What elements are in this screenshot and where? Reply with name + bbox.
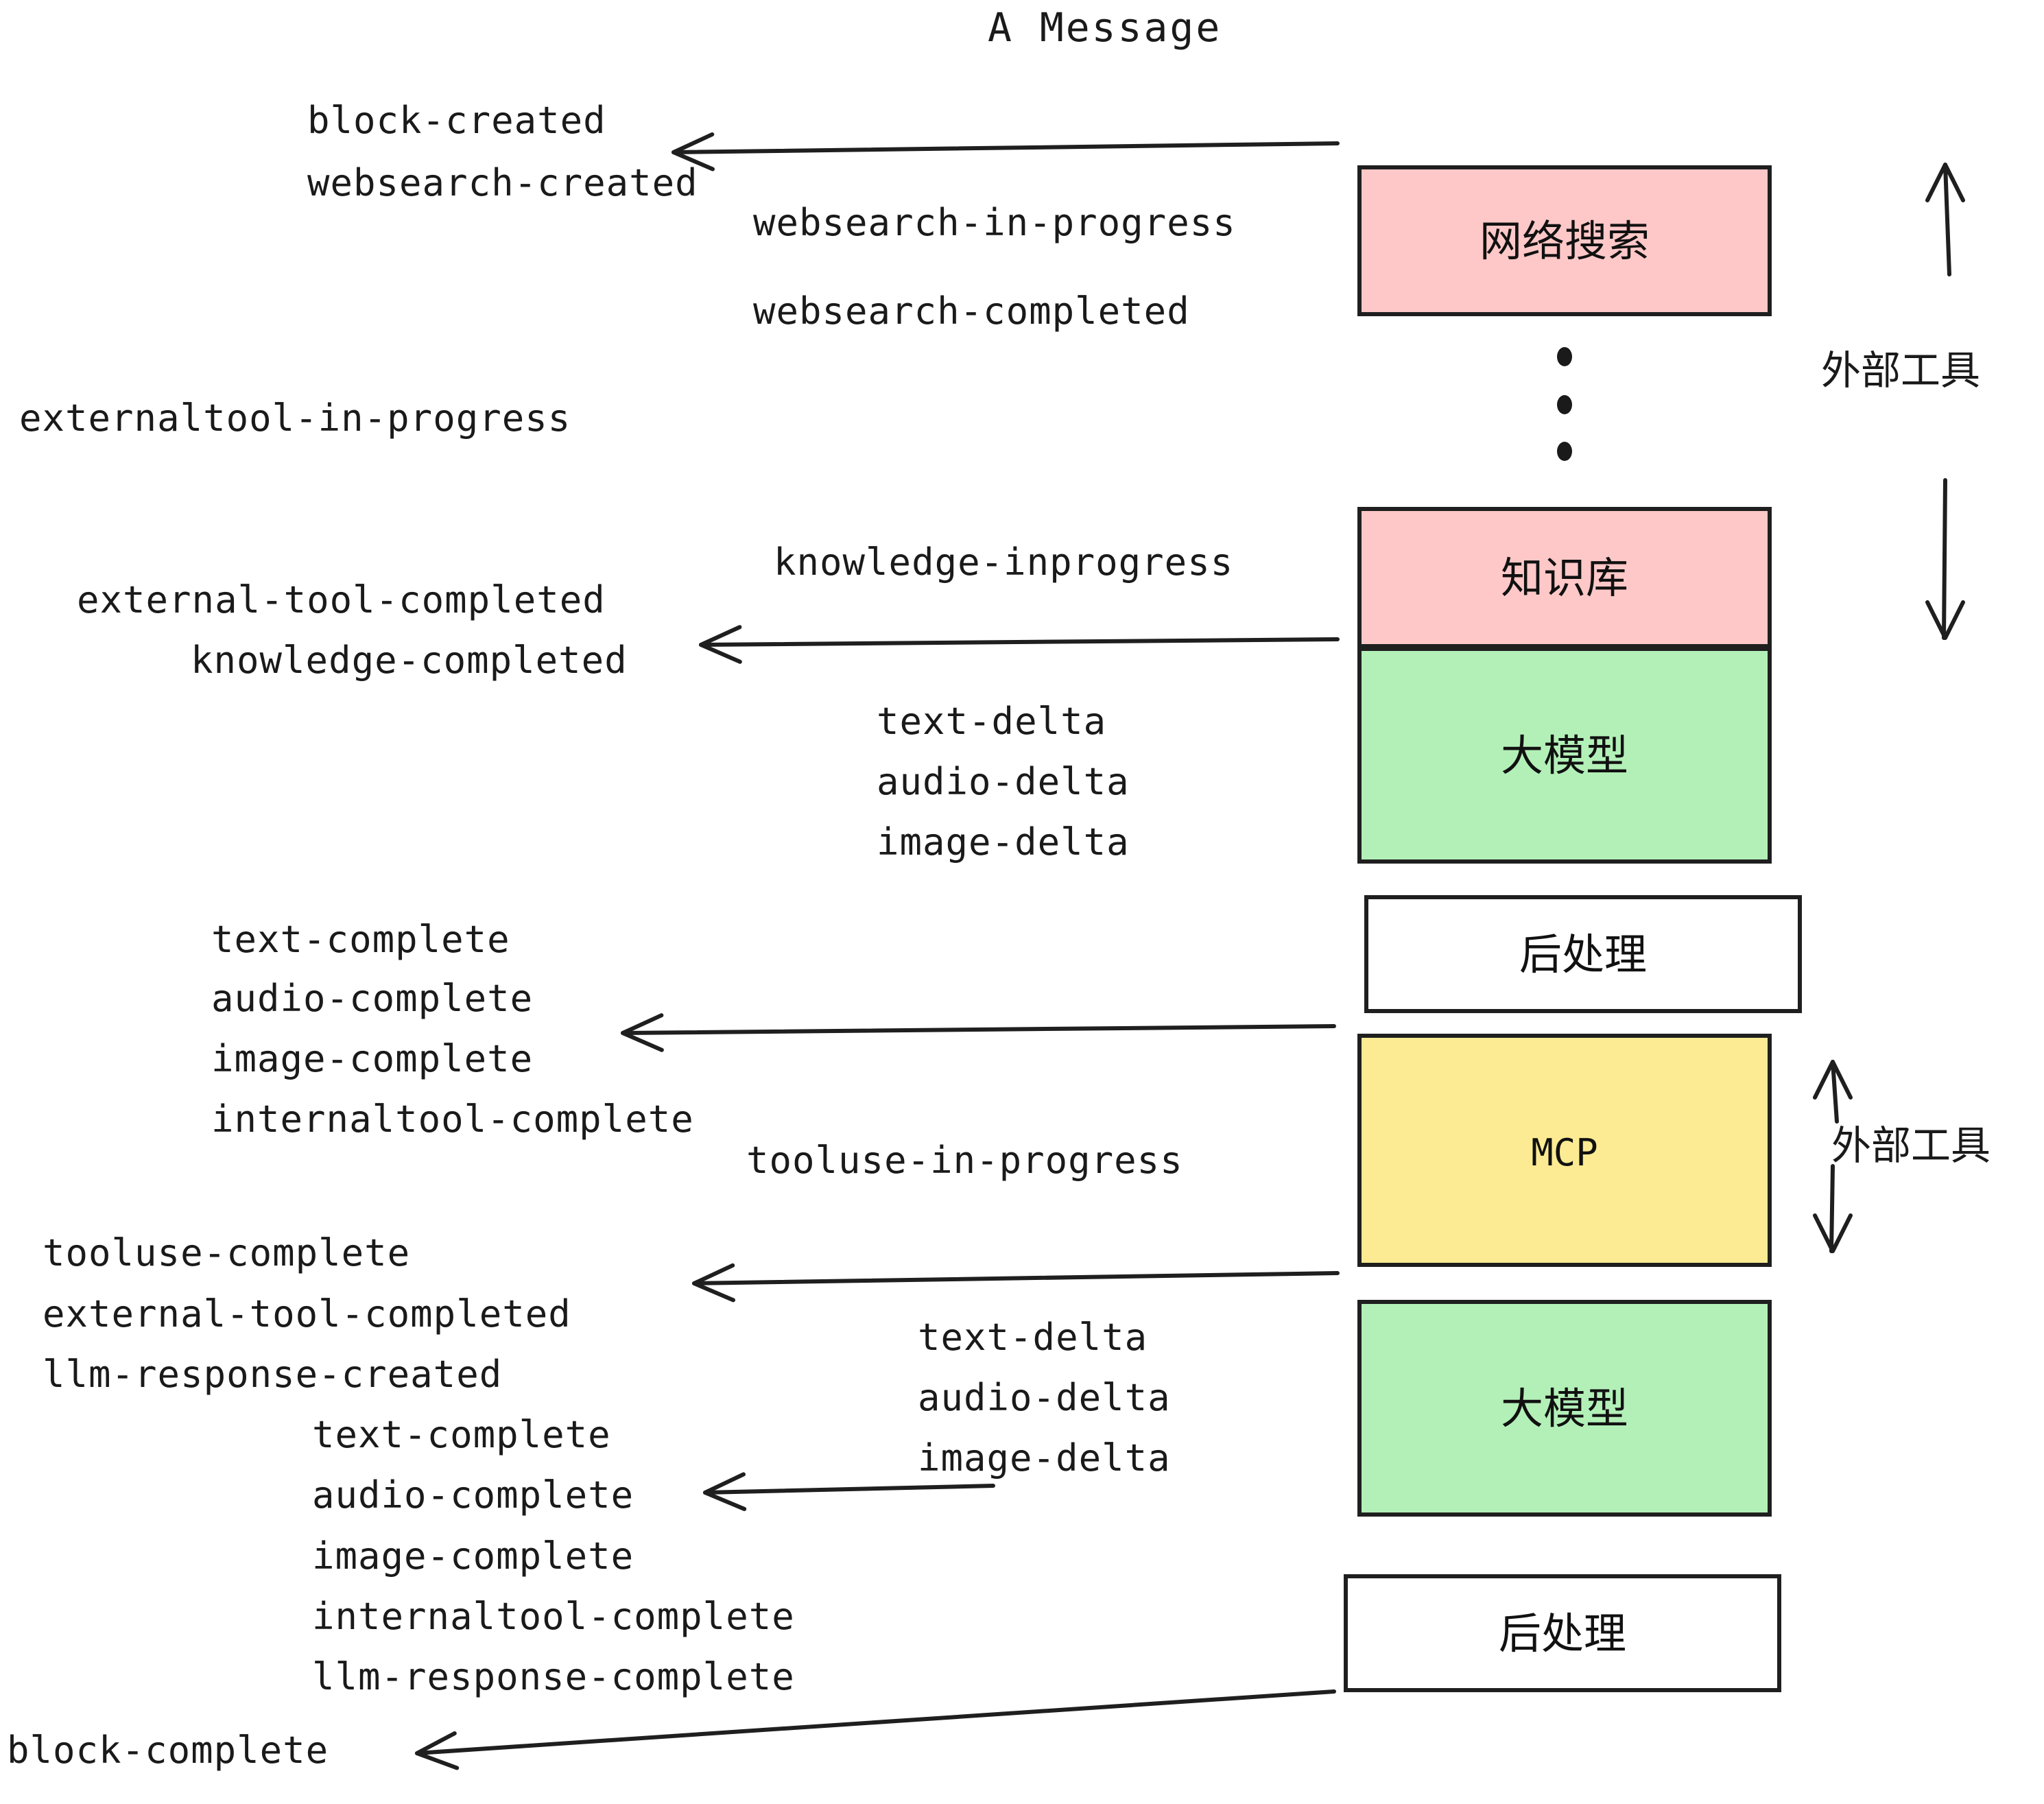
event-label-llm-response-created: llm-response-created	[43, 1353, 502, 1396]
box-postprocess-1[interactable]: 后处理	[1364, 895, 1802, 1013]
event-label-tooluse-in-progress: tooluse-in-progress	[746, 1139, 1183, 1182]
box-label-postprocess-2: 后处理	[1499, 1609, 1626, 1659]
external-tools-mcp-down-arrow-icon-shaft	[1829, 1164, 1835, 1253]
ellipsis-dots	[1557, 347, 1572, 461]
event-label-tooluse-complete: tooluse-complete	[43, 1231, 410, 1274]
external-tools-top-up-arrow-icon-head	[1925, 163, 1965, 202]
box-llm-1[interactable]: 大模型	[1357, 647, 1772, 864]
event-label-text-delta-1: text-delta	[877, 700, 1106, 743]
arrow-image-complete	[621, 1013, 1336, 1052]
box-label-mcp: MCP	[1531, 1131, 1598, 1174]
event-label-internaltool-complete-1: internaltool-complete	[211, 1097, 694, 1141]
arrow-image-complete-line	[621, 1024, 1336, 1035]
arrow-block-created	[672, 132, 1340, 171]
arrow-audio-complete-line	[703, 1484, 995, 1495]
event-label-audio-complete-1: audio-complete	[211, 977, 533, 1020]
event-arrows	[415, 132, 1340, 1770]
box-rect-postprocess-1	[1364, 895, 1802, 1013]
event-label-llm-response-complete: llm-response-complete	[312, 1655, 795, 1698]
arrow-audio-complete	[703, 1472, 995, 1511]
page-title: A Message	[988, 4, 1222, 51]
box-rect-websearch	[1357, 165, 1772, 316]
event-label-audio-complete-2: audio-complete	[312, 1473, 634, 1517]
box-label-llm-2: 大模型	[1501, 1384, 1628, 1434]
event-label-external-tool-completed-1: external-tool-completed	[77, 578, 606, 621]
box-rect-llm-1	[1357, 647, 1772, 864]
box-label-knowledge: 知识库	[1501, 553, 1628, 603]
box-rect-mcp	[1357, 1034, 1772, 1267]
external-tools-top-label: 外部工具	[1821, 347, 1980, 394]
arrow-block-complete	[415, 1689, 1336, 1770]
event-label-audio-delta-2: audio-delta	[918, 1376, 1171, 1419]
ellipsis-dot-1	[1557, 347, 1572, 366]
ellipsis-dot-2	[1557, 395, 1572, 414]
event-label-external-tool-completed-2: external-tool-completed	[43, 1292, 571, 1336]
arrow-knowledge-completed-line	[699, 637, 1340, 647]
arrow-knowledge-completed-head	[699, 625, 742, 664]
box-llm-2[interactable]: 大模型	[1357, 1300, 1772, 1517]
external-tools-top-down-arrow-icon-head	[1925, 600, 1965, 640]
event-label-block-created: block-created	[307, 99, 606, 142]
event-label-externaltool-in-progress: externaltool-in-progress	[19, 396, 571, 440]
box-knowledge[interactable]: 知识库	[1357, 507, 1772, 648]
box-rect-llm-2	[1357, 1300, 1772, 1517]
event-labels: block-created websearch-created websearch-…	[7, 99, 1236, 1772]
external-tools-mcp-up-arrow-icon	[1813, 1060, 1853, 1124]
event-label-internaltool-complete-2: internaltool-complete	[312, 1595, 795, 1638]
event-label-audio-delta-1: audio-delta	[877, 760, 1130, 803]
arrow-tooluse-complete-head	[692, 1263, 736, 1303]
arrow-block-created-head	[672, 132, 715, 171]
event-label-image-delta-2: image-delta	[918, 1436, 1171, 1480]
event-label-websearch-created: websearch-created	[307, 161, 698, 204]
event-label-knowledge-inprogress: knowledge-inprogress	[774, 541, 1233, 584]
box-label-websearch: 网络搜索	[1479, 216, 1650, 266]
event-label-block-complete: block-complete	[7, 1729, 329, 1772]
arrow-image-complete-head	[621, 1013, 664, 1052]
event-label-text-complete-1: text-complete	[211, 918, 510, 961]
external-tools-top-up-arrow-icon	[1925, 163, 1965, 276]
external-tools-top-up-arrow-icon-shaft	[1943, 163, 1951, 276]
arrow-block-complete-head	[415, 1731, 460, 1770]
external-tools-mcp-up-arrow-icon-shaft	[1831, 1060, 1839, 1124]
arrow-block-created-line	[672, 141, 1340, 154]
external-tools-top-down-arrow-icon-shaft	[1942, 478, 1947, 640]
arrow-tooluse-complete	[692, 1263, 1340, 1303]
external-tools-mcp-down-arrow-icon-head	[1813, 1213, 1853, 1253]
box-rect-knowledge	[1357, 507, 1772, 648]
event-label-websearch-completed: websearch-completed	[753, 289, 1190, 333]
box-rect-postprocess-2	[1344, 1574, 1781, 1692]
external-tools-mcp-down-arrow-icon	[1813, 1164, 1853, 1253]
event-label-text-delta-2: text-delta	[918, 1316, 1148, 1359]
event-label-image-complete-2: image-complete	[312, 1534, 634, 1578]
ellipsis-dot-3	[1557, 442, 1572, 461]
external-tools-mcp-up-arrow-icon-head	[1813, 1060, 1853, 1100]
arrow-tooluse-complete-line	[692, 1271, 1340, 1285]
event-label-image-delta-1: image-delta	[877, 820, 1130, 864]
arrow-audio-complete-head	[703, 1472, 747, 1511]
box-label-llm-1: 大模型	[1501, 731, 1628, 781]
box-label-postprocess-1: 后处理	[1519, 929, 1647, 980]
external-tools-mcp: 外部工具	[1813, 1060, 1990, 1253]
event-label-knowledge-completed: knowledge-completed	[191, 639, 628, 682]
external-tools-top-down-arrow-icon	[1925, 478, 1965, 640]
box-websearch[interactable]: 网络搜索	[1357, 165, 1772, 316]
external-tools-mcp-label: 外部工具	[1831, 1122, 1990, 1169]
arrow-knowledge-completed	[699, 625, 1340, 664]
external-tools-top: 外部工具	[1821, 163, 1980, 640]
box-mcp[interactable]: MCP	[1357, 1034, 1772, 1267]
event-label-text-complete-2: text-complete	[312, 1413, 611, 1456]
arrow-block-complete-line	[415, 1689, 1336, 1755]
event-label-image-complete-1: image-complete	[211, 1037, 533, 1080]
event-label-websearch-in-progress: websearch-in-progress	[753, 201, 1236, 244]
box-postprocess-2[interactable]: 后处理	[1344, 1574, 1781, 1692]
